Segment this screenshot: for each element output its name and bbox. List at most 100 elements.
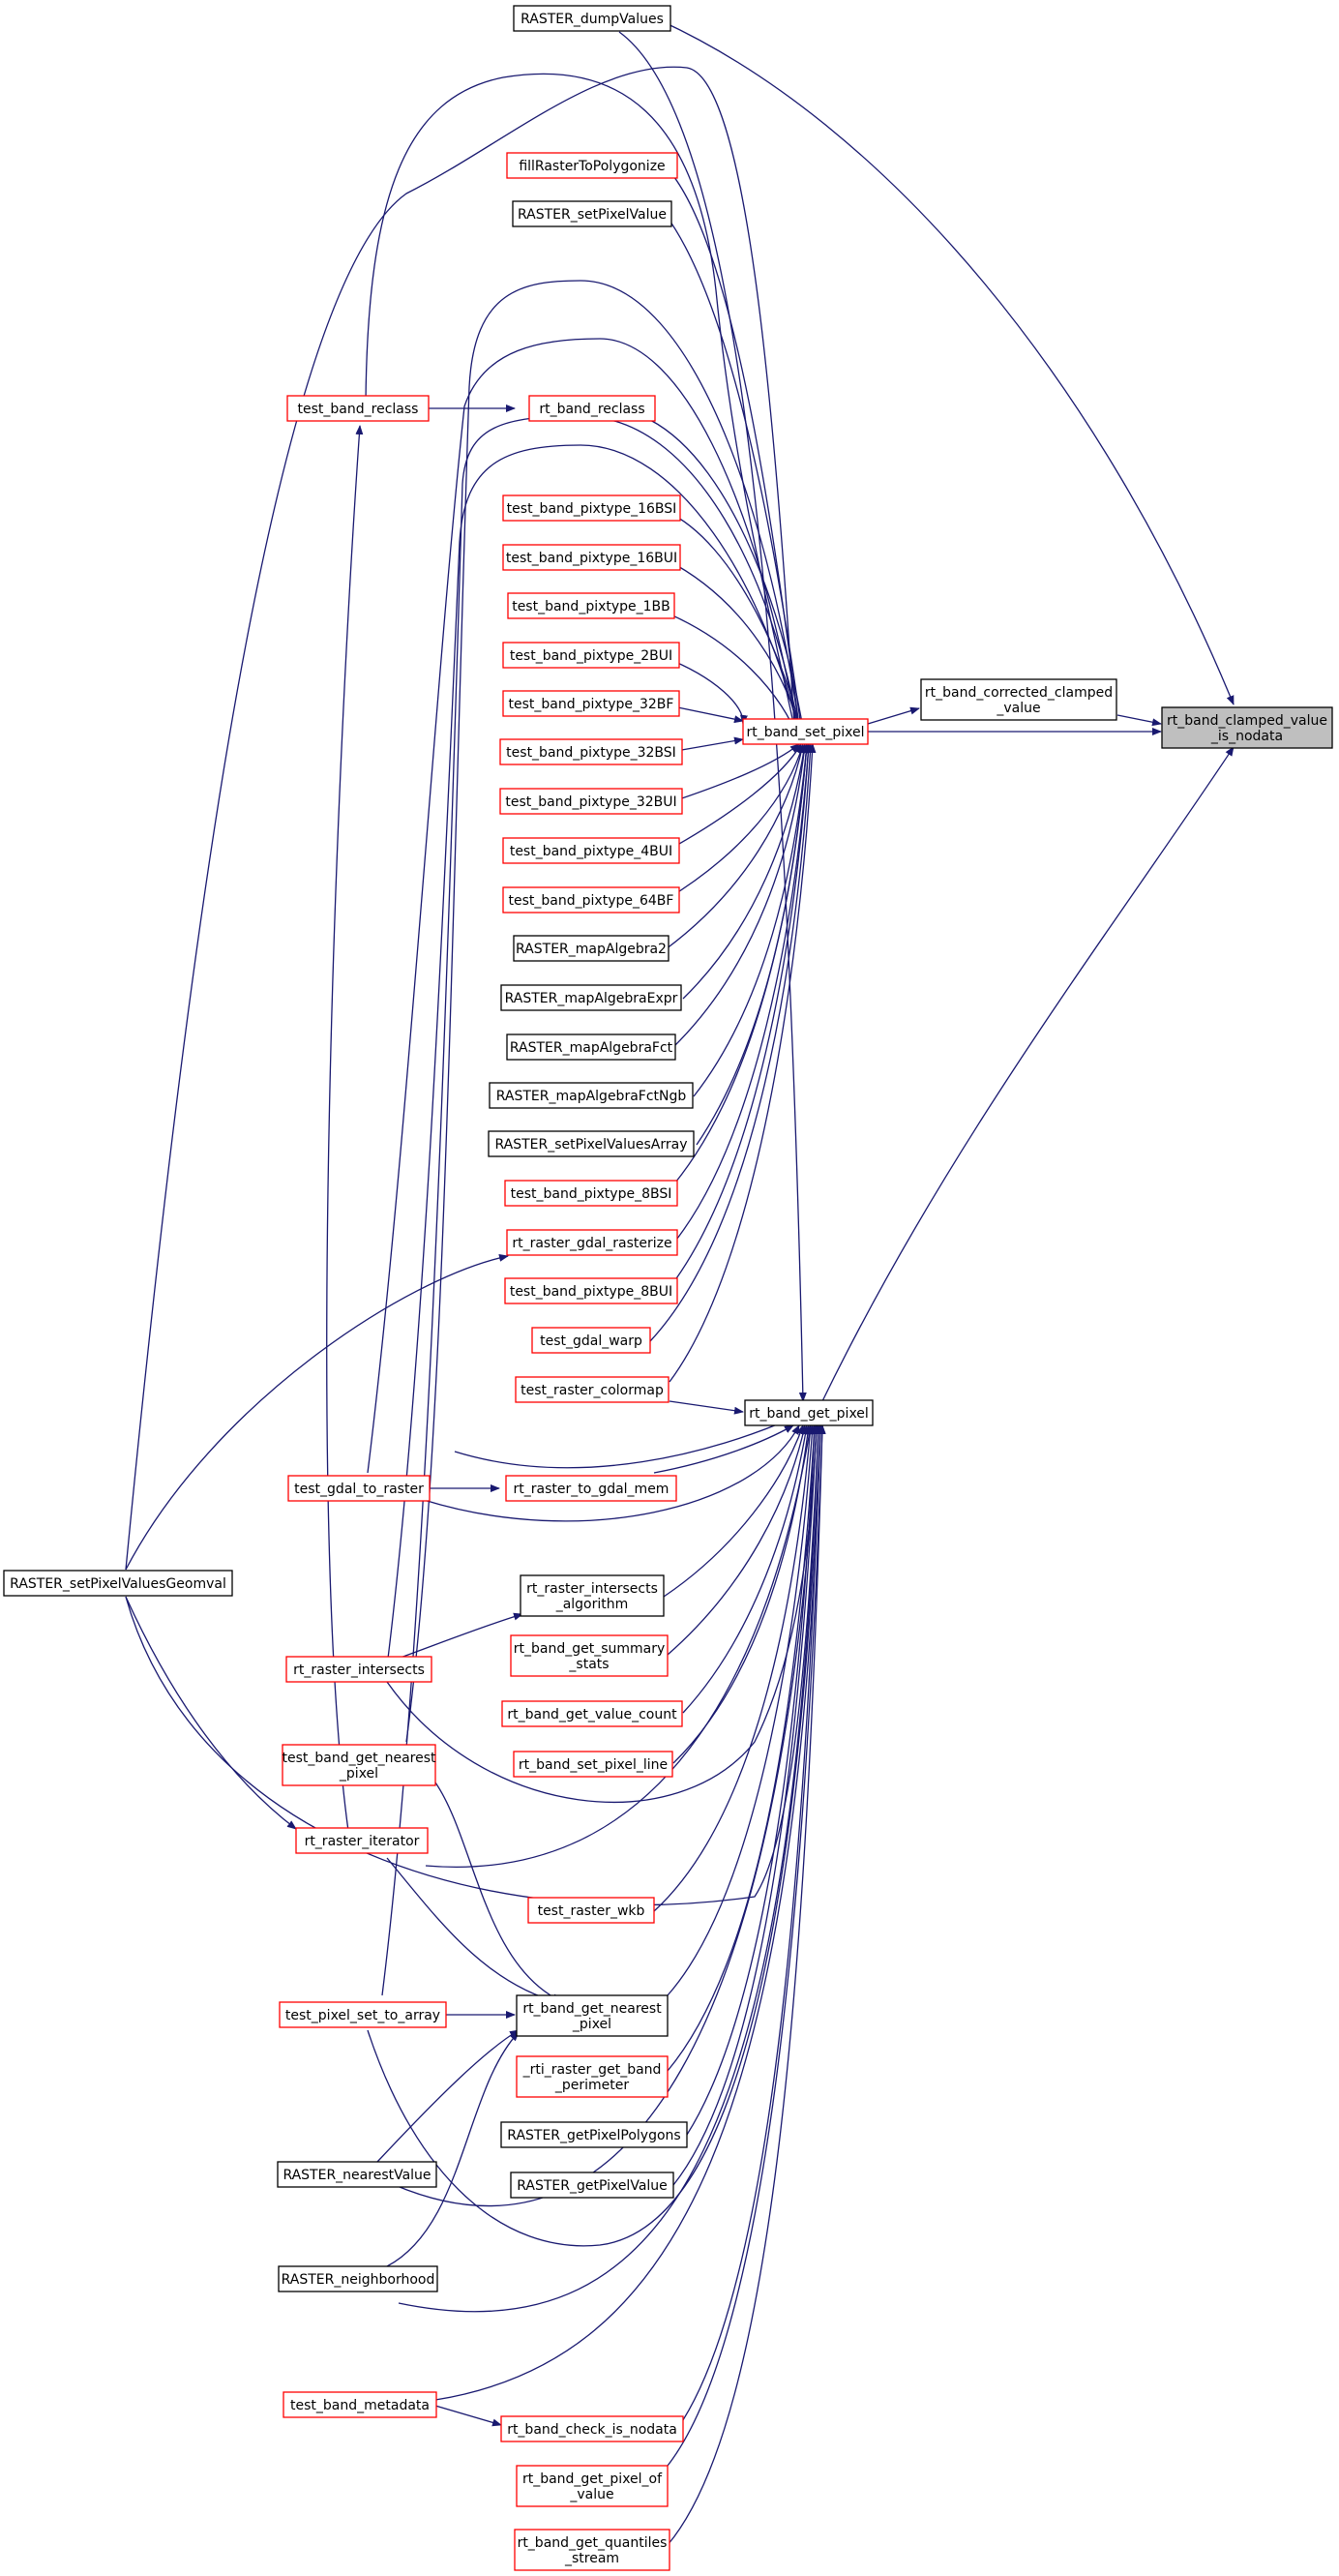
node-raster-setpixelvalue[interactable]: RASTER_setPixelValue — [512, 200, 672, 227]
node-test-band-reclass[interactable]: test_band_reclass — [286, 395, 430, 422]
node-rt-raster-intersects-algorithm[interactable]: rt_raster_intersects_algorithm — [520, 1574, 665, 1617]
node-test-band-pixtype-64bf[interactable]: test_band_pixtype_64BF — [502, 886, 680, 914]
node-box[interactable] — [506, 1229, 678, 1256]
node-box[interactable] — [510, 2172, 674, 2199]
node-box[interactable] — [277, 2161, 437, 2188]
node-box[interactable] — [499, 788, 683, 815]
node-test-band-pixtype-8bsi[interactable]: test_band_pixtype_8BSI — [504, 1180, 678, 1207]
node-raster-setpixelvaluesgeomval[interactable]: RASTER_setPixelValuesGeomval — [3, 1570, 233, 1597]
node-rt-band-get-pixel-of-value[interactable]: rt_band_get_pixel_of_value — [516, 2465, 669, 2507]
node-box[interactable] — [283, 2391, 437, 2418]
node-box[interactable] — [3, 1570, 233, 1597]
node-raster-neighborhood[interactable]: RASTER_neighborhood — [278, 2265, 438, 2292]
node-fillrastertopolygonize[interactable]: fillRasterToPolygonize — [506, 152, 678, 179]
node-test-band-pixtype-1bb[interactable]: test_band_pixtype_1BB — [507, 592, 675, 619]
node-test-band-pixtype-2bui[interactable]: test_band_pixtype_2BUI — [502, 642, 680, 669]
node-box[interactable] — [516, 2055, 669, 2098]
node-test-band-get-nearest-pixel[interactable]: test_band_get_nearest_pixel — [282, 1744, 436, 1786]
node-box[interactable] — [920, 678, 1117, 721]
node-raster-getpixelvalue[interactable]: RASTER_getPixelValue — [510, 2172, 674, 2199]
node-box[interactable] — [744, 1399, 874, 1426]
node-rt-raster-iterator[interactable]: rt_raster_iterator — [295, 1827, 429, 1854]
node-rt-raster-to-gdal-mem[interactable]: rt_raster_to_gdal_mem — [505, 1475, 677, 1502]
node-box[interactable] — [279, 2001, 447, 2028]
node-box[interactable] — [504, 1180, 678, 1207]
node-box[interactable] — [295, 1827, 429, 1854]
node-box[interactable] — [516, 1994, 669, 2037]
node-box[interactable] — [513, 935, 670, 962]
node-box[interactable] — [513, 5, 671, 32]
node-rt-raster-gdal-rasterize[interactable]: rt_raster_gdal_rasterize — [506, 1229, 678, 1256]
node-raster-mapalgebrafct[interactable]: RASTER_mapAlgebraFct — [506, 1033, 676, 1061]
node-test-raster-colormap[interactable]: test_raster_colormap — [515, 1376, 670, 1403]
node-box[interactable] — [285, 1656, 432, 1683]
node-rt-band-get-value-count[interactable]: rt_band_get_value_count — [501, 1700, 683, 1727]
node-test-band-pixtype-32bf[interactable]: test_band_pixtype_32BF — [502, 690, 680, 717]
node-test-band-pixtype-8bui[interactable]: test_band_pixtype_8BUI — [504, 1277, 678, 1304]
node-test-band-pixtype-32bsi[interactable]: test_band_pixtype_32BSI — [499, 738, 683, 765]
node-raster-mapalgebraexpr[interactable]: RASTER_mapAlgebraExpr — [500, 984, 682, 1011]
node-box[interactable] — [282, 1744, 436, 1786]
node-test-band-pixtype-4bui[interactable]: test_band_pixtype_4BUI — [502, 837, 680, 864]
node-box[interactable] — [501, 1700, 683, 1727]
node-box[interactable] — [500, 984, 682, 1011]
node-test-band-metadata[interactable]: test_band_metadata — [283, 2391, 437, 2418]
node-test-band-pixtype-16bsi[interactable]: test_band_pixtype_16BSI — [502, 494, 681, 522]
node-test-pixel-set-to-array[interactable]: test_pixel_set_to_array — [279, 2001, 447, 2028]
node-raster-getpixelpolygons[interactable]: RASTER_getPixelPolygons — [500, 2121, 688, 2148]
node-box[interactable] — [489, 1082, 694, 1109]
node-box[interactable] — [520, 1574, 665, 1617]
node-box[interactable] — [286, 395, 430, 422]
node-box[interactable] — [505, 1475, 677, 1502]
node-rt-band-get-nearest-pixel[interactable]: rt_band_get_nearest_pixel — [516, 1994, 669, 2037]
node-raster-dumpvalues[interactable]: RASTER_dumpValues — [513, 5, 671, 32]
node-box[interactable] — [502, 642, 680, 669]
node-box[interactable] — [502, 494, 681, 522]
node-box[interactable] — [500, 2415, 684, 2442]
node-box[interactable] — [502, 544, 681, 571]
node-box[interactable] — [510, 1634, 669, 1677]
node-test-band-pixtype-16bui[interactable]: test_band_pixtype_16BUI — [502, 544, 681, 571]
node-raster-mapalgebra2[interactable]: RASTER_mapAlgebra2 — [513, 935, 670, 962]
node-rt-band-clamped-value-is-nodata[interactable]: rt_band_clamped_value_is_nodata — [1161, 706, 1333, 749]
node-box[interactable] — [1161, 706, 1333, 749]
node-box[interactable] — [278, 2265, 438, 2292]
node-rt-band-reclass[interactable]: rt_band_reclass — [528, 395, 656, 422]
node-raster-setpixelvaluesarray[interactable]: RASTER_setPixelValuesArray — [488, 1130, 695, 1157]
node-box[interactable] — [506, 1033, 676, 1061]
node-test-raster-wkb[interactable]: test_raster_wkb — [527, 1897, 655, 1924]
node-box[interactable] — [499, 738, 683, 765]
node-rt-band-get-summary-stats[interactable]: rt_band_get_summary_stats — [510, 1634, 669, 1677]
node-box[interactable] — [500, 2121, 688, 2148]
node-box[interactable] — [515, 1376, 670, 1403]
node-raster-nearestvalue[interactable]: RASTER_nearestValue — [277, 2161, 437, 2188]
node-box[interactable] — [528, 395, 656, 422]
node-rt-band-get-quantiles-stream[interactable]: rt_band_get_quantiles_stream — [514, 2529, 670, 2571]
node-rt-raster-intersects[interactable]: rt_raster_intersects — [285, 1656, 432, 1683]
node-rt-band-set-pixel-line[interactable]: rt_band_set_pixel_line — [513, 1751, 673, 1778]
node-box[interactable] — [506, 152, 678, 179]
node-rt-band-set-pixel[interactable]: rt_band_set_pixel — [742, 718, 869, 745]
node-rt-band-check-is-nodata[interactable]: rt_band_check_is_nodata — [500, 2415, 684, 2442]
node-box[interactable] — [513, 1751, 673, 1778]
node-test-gdal-to-raster[interactable]: test_gdal_to_raster — [287, 1475, 431, 1502]
node-box[interactable] — [502, 837, 680, 864]
node-box[interactable] — [512, 200, 672, 227]
node-rti-raster-get-band-perimeter[interactable]: _rti_raster_get_band_perimeter — [516, 2055, 669, 2098]
node-box[interactable] — [287, 1475, 431, 1502]
node-box[interactable] — [502, 886, 680, 914]
node-box[interactable] — [507, 592, 675, 619]
node-box[interactable] — [531, 1327, 651, 1354]
node-box[interactable] — [504, 1277, 678, 1304]
node-box[interactable] — [502, 690, 680, 717]
node-box[interactable] — [514, 2529, 670, 2571]
node-raster-mapalgebrafctngb[interactable]: RASTER_mapAlgebraFctNgb — [489, 1082, 694, 1109]
node-box[interactable] — [527, 1897, 655, 1924]
node-box[interactable] — [488, 1130, 695, 1157]
node-box[interactable] — [516, 2465, 669, 2507]
node-box[interactable] — [742, 718, 869, 745]
node-test-band-pixtype-32bui[interactable]: test_band_pixtype_32BUI — [499, 788, 683, 815]
node-rt-band-get-pixel[interactable]: rt_band_get_pixel — [744, 1399, 874, 1426]
node-test-gdal-warp[interactable]: test_gdal_warp — [531, 1327, 651, 1354]
node-rt-band-corrected-clamped-value[interactable]: rt_band_corrected_clamped_value — [920, 678, 1117, 721]
